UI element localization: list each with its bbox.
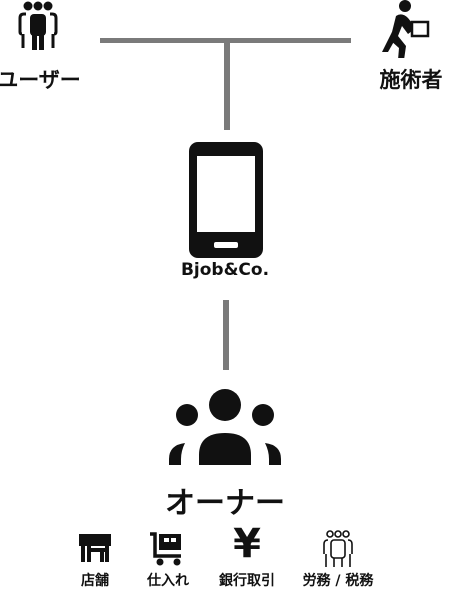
team-icon: [169, 389, 281, 465]
practitioner-label: 施術者: [379, 68, 443, 92]
staff-group-icon: [323, 530, 353, 567]
connector-app-owner: [223, 300, 229, 370]
owner-node: オーナー: [130, 380, 320, 521]
person-carrying-box-icon: [382, 0, 430, 58]
connector-to-app: [224, 40, 230, 130]
user-node: ユーザー: [0, 0, 81, 95]
app-node: Bjob&Co.: [150, 138, 300, 288]
purchasing-label: 仕入れ: [147, 573, 189, 589]
yen-icon: ¥: [233, 521, 261, 567]
owner-function-store: 店舗: [70, 530, 120, 590]
owner-function-purchasing: 仕入れ: [140, 530, 196, 590]
user-label: ユーザー: [0, 68, 81, 92]
group-of-people-icon: [18, 1, 58, 50]
banking-label: 銀行取引: [219, 573, 275, 589]
practitioner-node: 施術者: [368, 0, 454, 95]
shopping-cart-icon: [150, 532, 181, 566]
smartphone-icon: [189, 142, 263, 258]
store-label: 店舗: [81, 573, 109, 589]
storefront-icon: [79, 534, 111, 562]
app-label: Bjob&Co.: [180, 260, 270, 280]
owner-function-labor-tax: 労務 / 税務: [290, 530, 386, 590]
owner-label: オーナー: [165, 486, 285, 521]
labor-tax-label: 労務 / 税務: [302, 573, 374, 589]
owner-function-banking: ¥ 銀行取引: [208, 522, 286, 590]
